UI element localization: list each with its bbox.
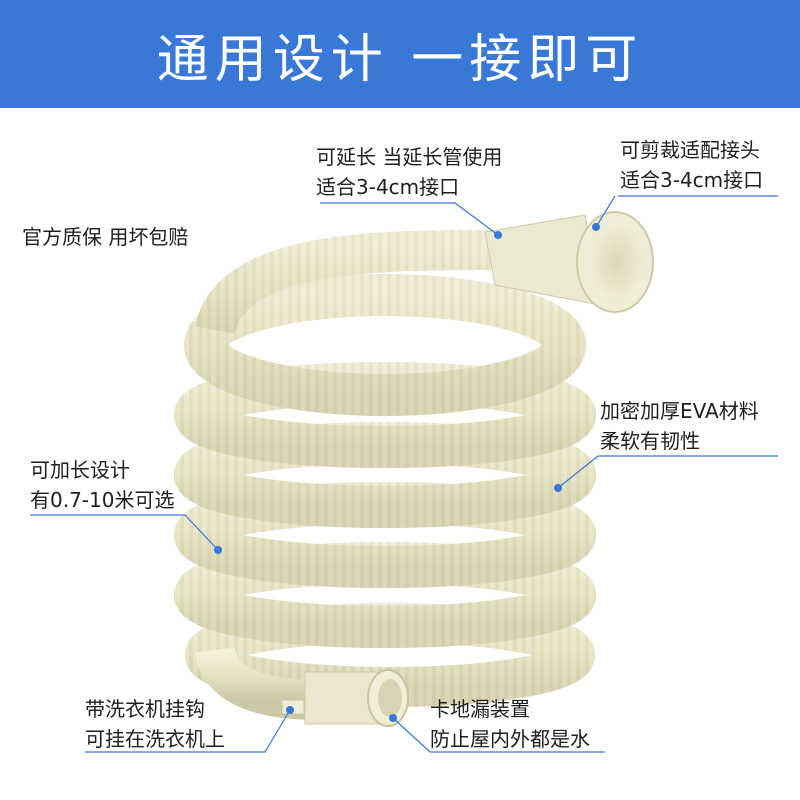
top-connector [484, 211, 654, 313]
callout-dot [214, 546, 222, 554]
banner-title: 通用设计 一接即可 [156, 29, 644, 90]
hose-coil [174, 422, 596, 528]
hose-top-arc [195, 230, 496, 336]
hose-coil [185, 603, 595, 707]
callout-dot [592, 223, 600, 231]
label-hook-line1: 带洗衣机挂钩 [85, 697, 205, 721]
bottom-connector [281, 669, 409, 727]
label-cut-line1: 可剪裁适配接头 [620, 138, 760, 162]
hose-coil [174, 542, 596, 648]
label-extend-line1: 可延长 当延长管使用 [316, 145, 503, 169]
hose-coil [185, 603, 595, 707]
label-cut-line2: 适合3-4cm接口 [620, 168, 764, 192]
label-hook-line2: 可挂在洗衣机上 [85, 727, 225, 751]
hose-coil [174, 422, 596, 528]
callout-dot [389, 714, 397, 722]
label-length-line2: 有0.7-10米可选 [30, 488, 175, 512]
label-eva: 加密加厚EVA材料 柔软有韧性 [600, 396, 759, 456]
label-floor-line1: 卡地漏装置 [430, 697, 530, 721]
hose-coil [174, 542, 596, 648]
label-eva-line1: 加密加厚EVA材料 [600, 399, 759, 423]
label-extend-line2: 适合3-4cm接口 [316, 175, 460, 199]
hose-coil [174, 362, 596, 468]
label-warranty-line1: 官方质保 用坏包赔 [22, 225, 189, 249]
label-hook: 带洗衣机挂钩 可挂在洗衣机上 [85, 694, 225, 754]
label-warranty: 官方质保 用坏包赔 [22, 222, 188, 252]
callout-dot [554, 484, 562, 492]
hose-coil [184, 274, 586, 416]
hose-coil [174, 362, 596, 468]
label-floor-line2: 防止屋内外都是水 [430, 727, 590, 751]
label-length-line1: 可加长设计 [30, 458, 130, 482]
label-length: 可加长设计 有0.7-10米可选 [30, 455, 174, 515]
hose-coil [174, 482, 596, 588]
hose-top-arc [195, 230, 496, 336]
callout-dot [286, 706, 294, 714]
callout-dots [214, 223, 600, 722]
label-eva-line2: 柔软有韧性 [600, 429, 700, 453]
hose-coil [174, 482, 596, 588]
title-banner: 通用设计 一接即可 [0, 0, 800, 108]
callout-dot [494, 231, 502, 239]
hose-bottom-tail [195, 645, 321, 720]
label-cut: 可剪裁适配接头 适合3-4cm接口 [620, 135, 763, 195]
label-extend: 可延长 当延长管使用 适合3-4cm接口 [316, 142, 502, 202]
label-floor: 卡地漏装置 防止屋内外都是水 [430, 694, 590, 754]
hose-coils [174, 230, 596, 720]
hose-coil [184, 274, 586, 416]
